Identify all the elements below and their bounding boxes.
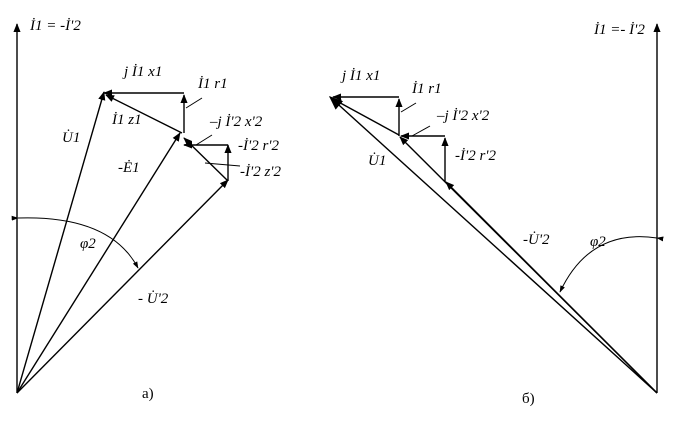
leader-i1r1-a: [185, 97, 203, 109]
leader-jI2x2-b: [411, 125, 431, 137]
e1-vector-a: [16, 132, 181, 394]
diagram-b: İ1 =- İ'2 j İ1 x1 İ1 r1 –j İ'2 x'2 -İ'2 …: [328, 22, 664, 407]
caption-b: б): [522, 391, 535, 407]
diagram-a: İ1 = -İ'2 j İ1 x1 İ1 r1 İ1 z1 –j İ'2 x'2…: [11, 18, 281, 402]
label-jI2x2-b: –j İ'2 x'2: [436, 108, 490, 124]
current-label-a: İ1 = -İ'2: [29, 18, 81, 34]
label-jI1x1-b: j İ1 x1: [340, 68, 380, 84]
label-i1z1-a: İ1 z1: [111, 112, 142, 128]
label-i2z2-a: -İ'2 z'2: [240, 164, 281, 180]
i1z1-drop-b: [332, 98, 400, 136]
u2-vector-a: [16, 179, 229, 394]
e1-vector-b: [399, 136, 658, 394]
label-i1r1-b: İ1 r1: [411, 81, 442, 97]
label-jI2x2-a: –j İ'2 x'2: [209, 114, 263, 130]
current-label-b: İ1 =- İ'2: [593, 22, 645, 38]
label-u1-b: U̇1: [368, 153, 386, 169]
label-u2-b: -U̇'2: [523, 232, 550, 248]
label-phi2-a: φ2: [80, 236, 96, 252]
label-i2r2-a: -İ'2 r'2: [238, 138, 279, 154]
leader-i1r1-b: [400, 102, 417, 113]
leader-jI2x2-a: [195, 134, 213, 146]
phi2-arc-b: [559, 236, 664, 293]
u1-vector-b: [328, 96, 658, 394]
phi2-arc-a: [11, 215, 139, 269]
label-u1-a: U̇1: [62, 130, 80, 146]
label-e1-a: -Ė1: [118, 160, 140, 176]
leader-i2z2-a: [204, 162, 241, 167]
i1z1-drop-a: [105, 94, 183, 134]
label-u2-a: - U̇'2: [138, 291, 169, 307]
label-i1r1-a: İ1 r1: [197, 76, 228, 92]
label-i2r2-b: -İ'2 r'2: [455, 148, 496, 164]
label-phi2-b: φ2: [590, 234, 606, 250]
label-jI1x1-a: j İ1 x1: [122, 64, 162, 80]
caption-a: а): [142, 386, 154, 402]
